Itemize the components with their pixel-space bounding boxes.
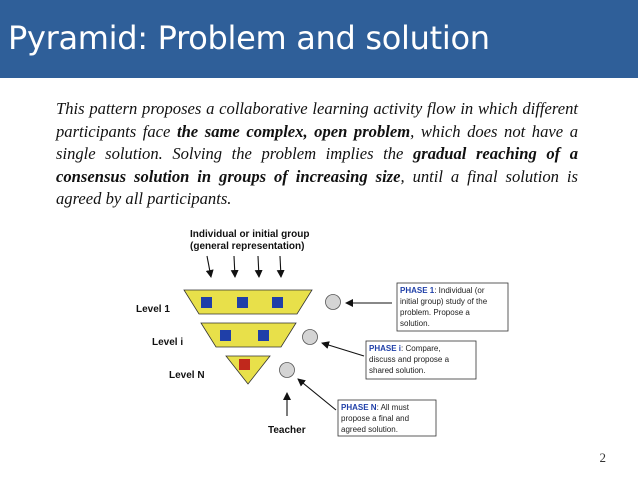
input-arrow (205, 255, 214, 278)
phase-i-arrow (321, 341, 365, 357)
slide-number: 2 (599, 450, 607, 465)
red-square (239, 359, 250, 370)
blue-square (220, 330, 231, 341)
phase-i-line3: shared solution. (369, 366, 425, 375)
phase-1-line3: problem. Propose a (400, 308, 470, 317)
blue-square (272, 297, 283, 308)
phase-circle (302, 329, 318, 345)
phase-i-line1: : Compare, (401, 344, 441, 353)
intro-bold-2: gradual reaching of a consensus solution… (56, 144, 578, 186)
intro-paragraph: This pattern proposes a collaborative le… (56, 98, 578, 211)
intro-bold-1: the same complex, open problem (176, 121, 411, 141)
phase-1-text: PHASE 1: Individual (or initial group) s… (400, 286, 489, 328)
title-bar: Pyramid: Problem and solution (0, 0, 638, 78)
phase-n-head: PHASE N (341, 403, 377, 412)
intro-text-2: , which does not have a single solution.… (56, 121, 578, 164)
phase-circle (279, 362, 295, 378)
teacher-label: Teacher (268, 425, 306, 436)
level-i-label: Level i (152, 337, 183, 348)
input-arrow (276, 255, 285, 278)
phase-1-line2: initial group) study of the (400, 297, 488, 306)
phase-n-arrow (297, 378, 337, 411)
phase-n-line1: : All must (377, 403, 410, 412)
intro-text-3: , until a final solution is agreed by al… (56, 166, 578, 209)
phase-i-text: PHASE i: Compare, discuss and propose a … (369, 344, 451, 375)
pyramid-level-i (200, 322, 297, 348)
phase-n-box (337, 399, 437, 437)
phase-n-line2: propose a final and (341, 414, 409, 423)
phase-i-line2: discuss and propose a (369, 355, 450, 364)
slide-title: Pyramid: Problem and solution (8, 19, 490, 57)
phase-n-text: PHASE N: All must propose a final and ag… (341, 403, 411, 434)
intro-text-1: This pattern proposes a collaborative le… (56, 99, 578, 141)
input-arrow (230, 255, 239, 278)
level-1-label: Level 1 (136, 304, 170, 315)
input-arrows (205, 255, 285, 278)
top-label-line1: Individual or initial group (190, 229, 309, 240)
phase-1-line4: solution. (400, 319, 430, 328)
phase-n-line3: agreed solution. (341, 425, 398, 434)
phase-i-head: PHASE i (369, 344, 401, 353)
phase-1-head: PHASE 1 (400, 286, 435, 295)
phase-1-line1: : Individual (or (434, 286, 485, 295)
blue-square (201, 297, 212, 308)
input-arrow (254, 255, 263, 278)
top-label-line2: (general representation) (190, 241, 304, 252)
phase-1-box (396, 282, 509, 332)
blue-square (237, 297, 248, 308)
blue-square (258, 330, 269, 341)
phase-i-box (365, 340, 477, 380)
level-n-label: Level N (169, 370, 205, 381)
phase-circle (325, 294, 341, 310)
